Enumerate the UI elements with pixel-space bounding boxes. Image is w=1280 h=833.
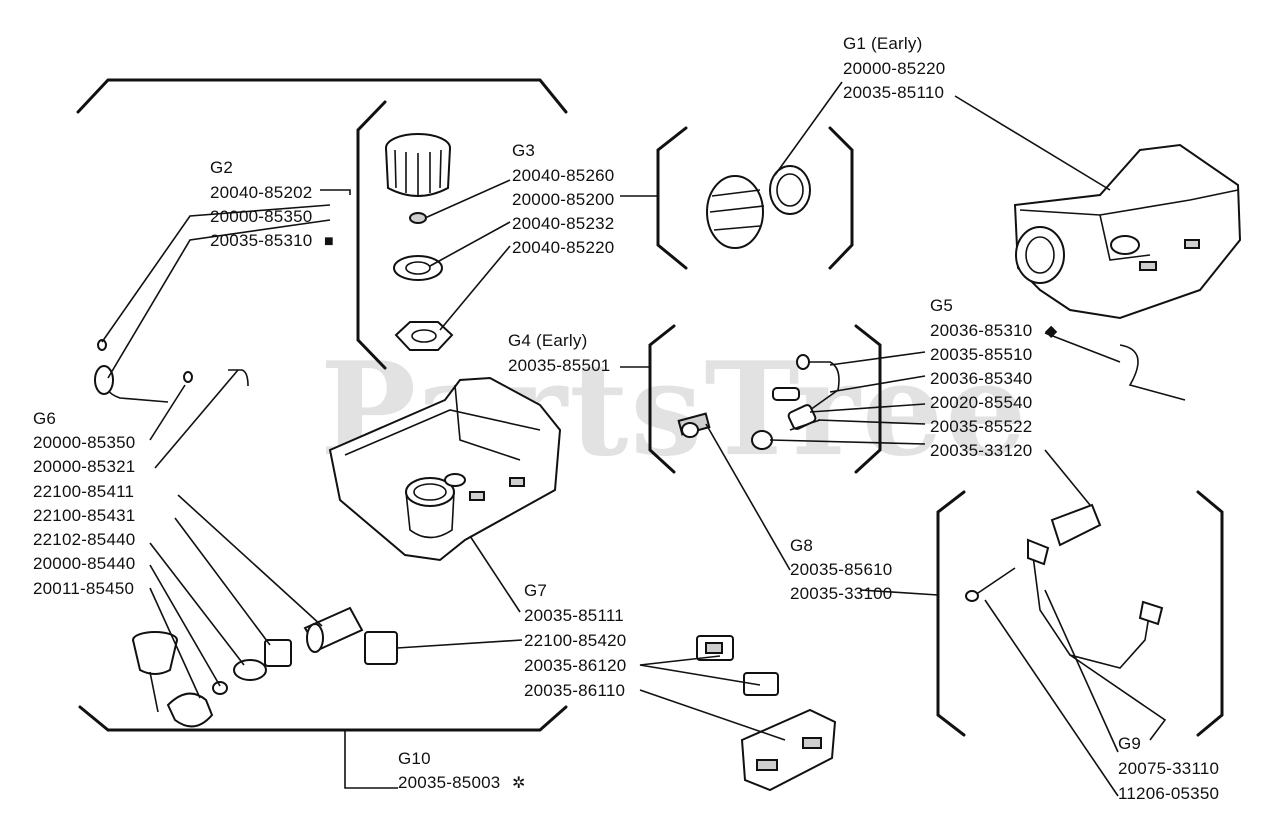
part-number: 20000-85200: [512, 190, 615, 209]
part-number: 22100-85431: [33, 506, 136, 525]
part-number: 20000-85350: [33, 433, 136, 452]
tank-cap-part: [385, 133, 454, 351]
g5-label: G5: [930, 296, 954, 315]
g5-hose-part: [1119, 344, 1186, 401]
g1-cap-part: [706, 165, 811, 249]
g9-label: G9: [1118, 734, 1142, 753]
part-number: 20035-86110: [524, 681, 626, 700]
bracket-g1: [656, 126, 854, 270]
part-number: 20000-85321: [33, 457, 136, 476]
g6-pipe-part: [94, 339, 249, 403]
g1-tank-part: [1013, 143, 1242, 320]
part-number: 20040-85202: [210, 183, 313, 202]
asterisk-marker-icon: ✲: [512, 775, 526, 792]
g4-label: G4 (Early): [508, 331, 588, 350]
part-number: 20036-85310: [930, 321, 1033, 340]
part-number: 20035-86120: [524, 656, 627, 675]
part-number: 20036-85340: [930, 369, 1033, 388]
bracket-g3: [356, 100, 387, 370]
g9-arm-part: [965, 503, 1167, 741]
part-number: 20000-85350: [210, 207, 313, 226]
part-number: 20035-85522: [930, 417, 1033, 436]
bracket-g6-top: [76, 78, 568, 114]
part-number: 20075-33110: [1118, 759, 1220, 778]
part-number: 20035-33120: [930, 441, 1033, 460]
bracket-g10-bottom: [78, 705, 568, 732]
g8-label: G8: [790, 536, 814, 555]
g10-label: G10: [398, 749, 431, 768]
leader-lines: [101, 81, 1121, 797]
part-number: 20020-85540: [930, 393, 1033, 412]
part-number: 22102-85440: [33, 530, 136, 549]
part-number: 20035-85310: [210, 231, 313, 250]
part-number: 20040-85220: [512, 238, 615, 257]
g6-filter-part: [132, 606, 398, 728]
square-marker-icon: ■: [324, 233, 334, 250]
part-number: 20035-33100: [790, 584, 893, 603]
g7-bracket-part: [696, 635, 837, 792]
part-number: 20035-85610: [790, 560, 893, 579]
part-number: 20040-85232: [512, 214, 615, 233]
fuel-tank-part: [328, 376, 562, 562]
part-number: 20000-85220: [843, 59, 946, 78]
part-number: 20035-85111: [524, 606, 624, 625]
g1-label: G1 (Early): [843, 34, 923, 53]
part-number: 20035-85510: [930, 345, 1033, 364]
g4-fittings-part: [677, 354, 840, 450]
part-number: 20035-85110: [843, 83, 945, 102]
part-number: 20000-85440: [33, 554, 136, 573]
bracket-g9: [936, 490, 1224, 737]
part-number: 22100-85420: [524, 631, 627, 650]
diamond-marker-icon: ◆: [1045, 323, 1058, 340]
bracket-g4-g5: [648, 324, 882, 474]
g3-label: G3: [512, 141, 536, 160]
part-number: 20011-85450: [33, 579, 135, 598]
part-number: 20040-85260: [512, 166, 615, 185]
part-number: 11206-05350: [1118, 784, 1220, 803]
part-number: 22100-85411: [33, 482, 135, 501]
part-number: 20035-85501: [508, 356, 611, 375]
g2-label: G2: [210, 158, 234, 177]
g6-label: G6: [33, 409, 57, 428]
part-number: 20035-85003: [398, 773, 501, 792]
g7-label: G7: [524, 581, 548, 600]
